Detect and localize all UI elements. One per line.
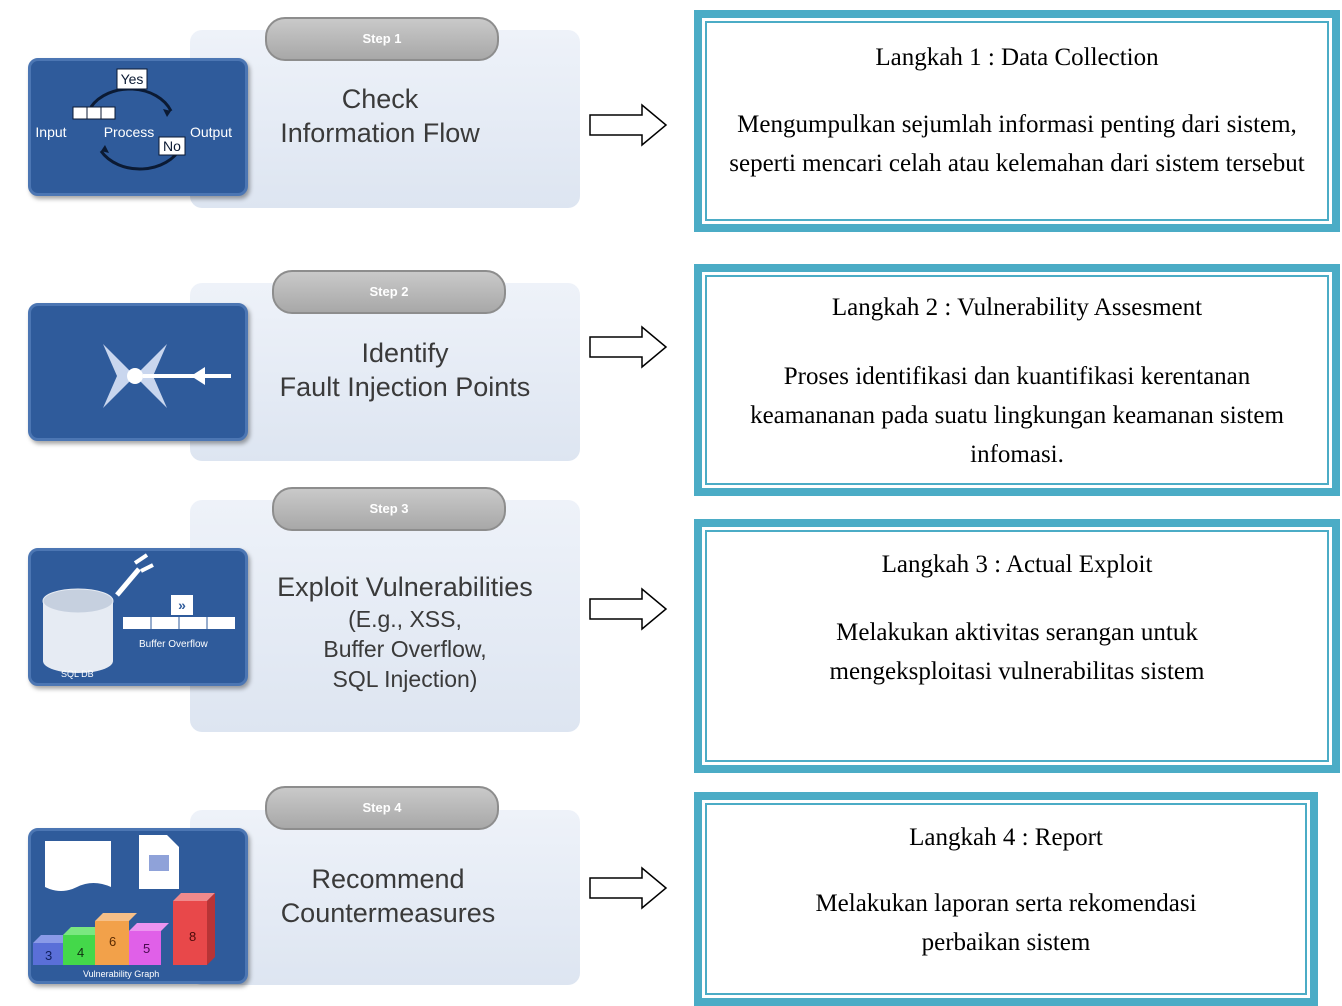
sql-db-label: SQL DB [61, 669, 94, 679]
step-3-card [190, 500, 580, 732]
step-1-heading: Langkah 1 : Data Collection [875, 44, 1159, 71]
output-label: Output [190, 124, 232, 140]
step-2-pill: Step 2 [272, 270, 506, 314]
step-3-body: Melakukan aktivitas serangan untuk menge… [829, 619, 1205, 685]
arrow-2-icon [589, 325, 668, 369]
bar-4-label: 4 [77, 945, 84, 960]
step-3-pill: Step 3 [272, 487, 506, 531]
step-1-title: Check Information Flow [280, 84, 480, 148]
arrow-3-icon [589, 587, 668, 631]
step-2-heading: Langkah 2 : Vulnerability Assesment [831, 294, 1203, 321]
buffer-overflow-label: Buffer Overflow [139, 639, 209, 650]
step-4-description-box: Langkah 4 : Report Melakukan laporan ser… [694, 792, 1318, 1006]
step-2-description-box: Langkah 2 : Vulnerability Assesment Pros… [694, 264, 1340, 496]
bars-group: 3 4 6 5 8 [33, 893, 215, 965]
bar-3-label: 3 [45, 948, 52, 963]
step-4-card [190, 810, 580, 985]
bar-8-label: 8 [189, 929, 196, 944]
step-4-heading: Langkah 4 : Report [909, 824, 1103, 851]
information-flow-icon: Yes No Input Process Output [28, 58, 248, 196]
step-4-pill: Step 4 [265, 786, 499, 830]
process-label: Process [104, 124, 155, 140]
step-1-description-box: Langkah 1 : Data Collection Mengumpulkan… [694, 10, 1340, 232]
bar-6-label: 6 [109, 934, 116, 949]
step-3-description-box: Langkah 3 : Actual Exploit Melakukan akt… [694, 519, 1340, 773]
step-3-title: Exploit Vulnerabilities (E.g., XSS, Buff… [277, 572, 533, 692]
step-2-body: Proses identifikasi dan kuantifikasi ker… [750, 363, 1284, 468]
input-label: Input [35, 124, 66, 140]
exploit-icon: SQL DB » Buffer Overflow [28, 548, 248, 686]
arrow-4-icon [589, 866, 668, 910]
fault-injection-icon [28, 303, 248, 441]
vulnerability-graph-icon: 3 4 6 5 8 Vulnerability Graph [28, 828, 248, 984]
step-4-body: Melakukan laporan serta rekomendasi perb… [815, 890, 1197, 956]
step-2-title: Identify Fault Injection Points [279, 338, 531, 402]
vulnerability-graph-label: Vulnerability Graph [83, 969, 159, 979]
step-1-body: Mengumpulkan sejumlah informasi penting … [729, 111, 1305, 177]
arrow-1-icon [589, 103, 668, 147]
yes-label: Yes [121, 71, 144, 87]
no-label: No [163, 138, 181, 154]
step-3-heading: Langkah 3 : Actual Exploit [881, 551, 1153, 578]
bar-5-label: 5 [143, 941, 150, 956]
step-1-pill: Step 1 [265, 17, 499, 61]
step-4-title: Recommend Countermeasures [280, 864, 496, 928]
chevrons-label: » [178, 597, 186, 613]
